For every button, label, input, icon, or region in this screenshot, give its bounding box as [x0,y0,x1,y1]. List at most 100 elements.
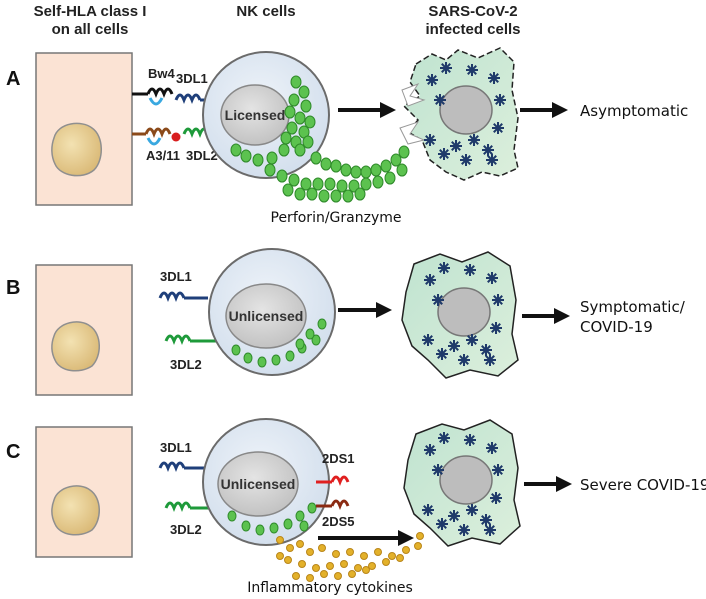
hla-a3-11-molecule [132,127,181,146]
cytokine-dot [306,548,314,556]
granule-dot [295,338,305,350]
virus-icon [436,348,448,360]
granule-dot [302,135,314,149]
virus-icon [466,334,478,346]
nk-state-c: Unlicensed [221,476,296,492]
cytokine-dot [374,548,382,556]
cytokine-dot [318,544,326,552]
header-self-hla-line2: on all cells [52,21,129,38]
granule-dot [311,334,321,346]
cytokine-dot [334,572,342,580]
granule-dot [304,115,316,129]
virus-icon [482,144,494,156]
virus-icon [448,510,460,522]
granule-dot [310,151,322,165]
granule-dot [288,93,300,107]
arrow-a-kill [338,102,396,118]
virus-icon [486,154,498,166]
arrow-b-infected [338,302,392,318]
virus-icon [424,444,436,456]
virus-icon [458,524,470,536]
granule-dot [294,143,306,157]
granule-dot [340,163,352,177]
receptor-3dl2-label-b: 3DL2 [170,357,202,372]
granules-b [231,318,327,368]
virus-icon [466,64,478,76]
virus-icon [434,94,446,106]
granule-dot [278,143,290,157]
virus-icon [422,504,434,516]
cytokine-dot [286,544,294,552]
granule-dot [280,131,292,145]
granule-dot [252,153,264,167]
arrow-c-cytokines [318,530,414,546]
panel-c: C 3DL1 3DL2 Unlicensed 2DS1 2DS5 [6,418,706,596]
granule-dot [350,165,362,179]
virus-icon [486,442,498,454]
granule-dot [290,75,302,89]
virus-icon [432,294,444,306]
granule-dot [300,177,312,191]
header-infected-line1: SARS-CoV-2 [428,3,517,20]
virus-particles-b [422,262,504,366]
virus-icon [440,62,452,74]
cytokine-dot [388,552,396,560]
virus-icon [480,344,492,356]
granule-dot [243,352,253,364]
cytokine-dot [296,540,304,548]
granule-dot [288,173,300,187]
panel-a-label: A [6,68,20,90]
cytokine-dot [416,532,424,540]
virus-icon [424,274,436,286]
activating-2ds1-label: 2DS1 [322,451,355,466]
virus-icon [464,264,476,276]
header-self-hla-line1: Self-HLA class I [34,3,147,20]
granule-dot [271,354,281,366]
virus-icon [486,272,498,284]
ligand-a3-11-label: A3/11 [146,148,180,163]
granule-dot [398,145,410,159]
header-infected-line2: infected cells [425,21,520,38]
virus-particles-a [424,62,506,166]
granule-dot [264,163,276,177]
granule-dot [384,171,396,185]
granule-dot [330,159,342,173]
granule-dot [305,328,315,340]
granule-dot [390,153,402,167]
virus-icon [458,354,470,366]
virus-icon [484,524,496,536]
receptor-3dl1-label-a: 3DL1 [176,71,208,86]
granule-dot [312,177,324,191]
membrane-pore-a1 [401,82,426,107]
virus-icon [484,354,496,366]
kir-3dl2-receptor-b [164,334,216,346]
self-cell-b [35,264,133,396]
cytokine-cloud [276,532,424,582]
granule-dot [283,518,293,530]
granule-dot [396,163,408,177]
panel-c-label: C [6,441,20,463]
virus-icon [438,432,450,444]
arrow-a-outcome [520,102,568,118]
virus-icon [466,504,478,516]
granule-dot [241,520,251,532]
virus-icon [432,464,444,476]
granule-dot [285,350,295,362]
virus-icon [460,154,472,166]
panel-b: B 3DL1 3DL2 Unlicensed Symptomatic/ C [6,248,686,396]
granule-dot [255,524,265,536]
virus-icon [422,334,434,346]
nk-state-b: Unlicensed [229,308,304,324]
outcome-a: Asymptomatic [580,102,688,120]
kir-2ds1-receptor [316,475,350,487]
virus-icon [480,514,492,526]
granule-dot [360,177,372,191]
cytokine-dot [382,558,390,566]
cytokine-dot [402,546,410,554]
granule-dot [298,85,310,99]
granule-dot [282,183,294,197]
granule-dot [227,510,237,522]
panel-b-label: B [6,277,20,299]
caption-perforin-granzyme: Perforin/Granzyme [271,210,402,226]
